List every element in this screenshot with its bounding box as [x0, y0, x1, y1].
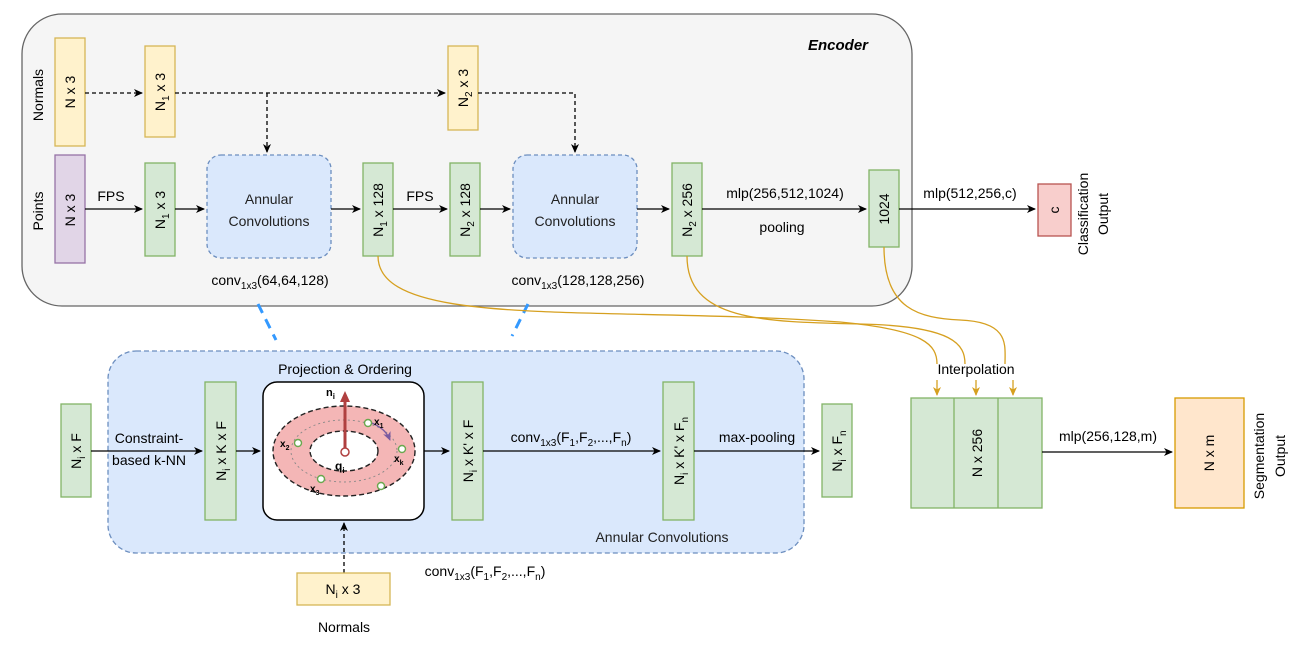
detail-input-box: Ni x F: [60, 403, 92, 498]
ordering-arrow: [371, 422, 391, 441]
fps1-label: FPS: [97, 188, 124, 204]
svg-text:Ni x K' x Fn: Ni x K' x Fn: [671, 417, 691, 485]
concat-feature-block: N x 256: [910, 397, 1043, 509]
mlp-global-label: mlp(256,512,1024): [726, 185, 844, 201]
svg-text:N1 x 128: N1 x 128: [370, 183, 390, 237]
normals-row-label: Normals: [30, 69, 46, 121]
classification-mlp-label: mlp(512,256,c): [923, 185, 1016, 201]
segmentation-mlp-label: mlp(256,128,m): [1059, 428, 1157, 444]
ac1-output-box: N1 x 128: [362, 162, 394, 257]
svg-text:1024: 1024: [876, 193, 892, 224]
svg-text:N2 x 128: N2 x 128: [457, 183, 477, 237]
ac2-output-box: N2 x 256: [671, 162, 703, 257]
x1-label: x1: [374, 417, 384, 430]
annular-conv-block-2: Annular Convolutions: [512, 154, 638, 259]
svg-text:N x 3: N x 3: [62, 193, 78, 226]
knn-label-2: based k-NN: [112, 452, 186, 468]
skip-connections: [377, 246, 1006, 365]
svg-text:N x 256: N x 256: [969, 429, 985, 477]
detail-conv-out-box: Ni x K' x Fn: [662, 381, 695, 521]
fps2-output-box: N2 x 128: [449, 162, 481, 257]
segmentation-output-label-2: Output: [1272, 435, 1288, 477]
detail-conv-label: conv1x3(F1,F2,...,Fn): [511, 429, 632, 449]
x3-label: x3: [310, 484, 320, 497]
normals-dashed-arrows: [85, 89, 579, 153]
svg-text:Convolutions: Convolutions: [229, 213, 310, 229]
interpolation-label: Interpolation: [937, 361, 1014, 377]
svg-text:Ni x Fn: Ni x Fn: [829, 430, 849, 471]
svg-text:N1 x 3: N1 x 3: [152, 73, 172, 111]
detail-ordered-box: Ni x K' x F: [451, 381, 484, 521]
points-input-box: N x 3: [54, 154, 86, 264]
pooling-label: pooling: [759, 219, 804, 235]
classification-output-label: Classification: [1075, 173, 1091, 255]
fps2-label: FPS: [406, 188, 433, 204]
detail-neighbors-box: Ni x K x F: [204, 381, 237, 521]
normal-label: ni: [326, 387, 335, 401]
projection-title: Projection & Ordering: [278, 361, 412, 377]
points-row-label: Points: [30, 192, 46, 231]
detail-arrows: [91, 447, 820, 573]
normals-box-n1: N1 x 3: [144, 45, 176, 138]
annular-conv-block-1: Annular Convolutions: [206, 154, 332, 259]
bottom-conv-label: conv1x3(F1,F2,...,Fn): [425, 563, 546, 583]
svg-text:Annular: Annular: [551, 191, 600, 207]
segmentation-output-box: N x m: [1174, 397, 1245, 509]
x2-label: x2: [280, 439, 290, 452]
interpolation-arrows: [933, 380, 1017, 396]
svg-text:N x m: N x m: [1201, 435, 1217, 472]
svg-text:N2 x 3: N2 x 3: [455, 69, 475, 107]
maxpool-label: max-pooling: [719, 429, 795, 445]
svg-text:Ni x F: Ni x F: [68, 433, 88, 469]
detail-normals-label: Normals: [318, 619, 370, 635]
fps1-output-box: N1 x 3: [144, 162, 176, 257]
annular2-caption: conv1x3(128,128,256): [512, 272, 645, 292]
classification-output-box: c: [1037, 183, 1072, 237]
detail-normals-box: Ni x 3: [296, 572, 391, 606]
annular1-caption: conv1x3(64,64,128): [211, 272, 328, 292]
global-feature-box: 1024: [868, 169, 900, 248]
svg-text:Annular: Annular: [245, 191, 294, 207]
detail-output-box: Ni x Fn: [821, 403, 853, 498]
svg-text:N x 3: N x 3: [62, 75, 78, 108]
svg-text:N2 x 256: N2 x 256: [679, 183, 699, 237]
knn-label: Constraint-: [115, 430, 184, 446]
normals-box-n: N x 3: [54, 37, 86, 147]
encoder-title: Encoder: [808, 37, 869, 54]
xk-label: xk: [394, 454, 404, 467]
segmentation-output-label: Segmentation: [1251, 413, 1267, 499]
zoom-connectors: [256, 303, 530, 341]
projection-panel: ni qi x1 x2 x3 xk: [262, 381, 425, 521]
classification-output-label-2: Output: [1095, 193, 1111, 235]
svg-text:Ni x K' x F: Ni x K' x F: [460, 420, 480, 482]
svg-text:c: c: [1046, 207, 1062, 214]
svg-text:N1 x 3: N1 x 3: [152, 191, 172, 229]
svg-text:Ni x 3: Ni x 3: [326, 581, 361, 601]
svg-text:Annular Convolutions: Annular Convolutions: [595, 529, 728, 545]
svg-text:Ni x K x F: Ni x K x F: [213, 421, 233, 481]
svg-text:Convolutions: Convolutions: [535, 213, 616, 229]
query-point: [340, 447, 350, 457]
query-label: qi: [335, 459, 345, 475]
normals-box-n2: N2 x 3: [447, 45, 479, 131]
